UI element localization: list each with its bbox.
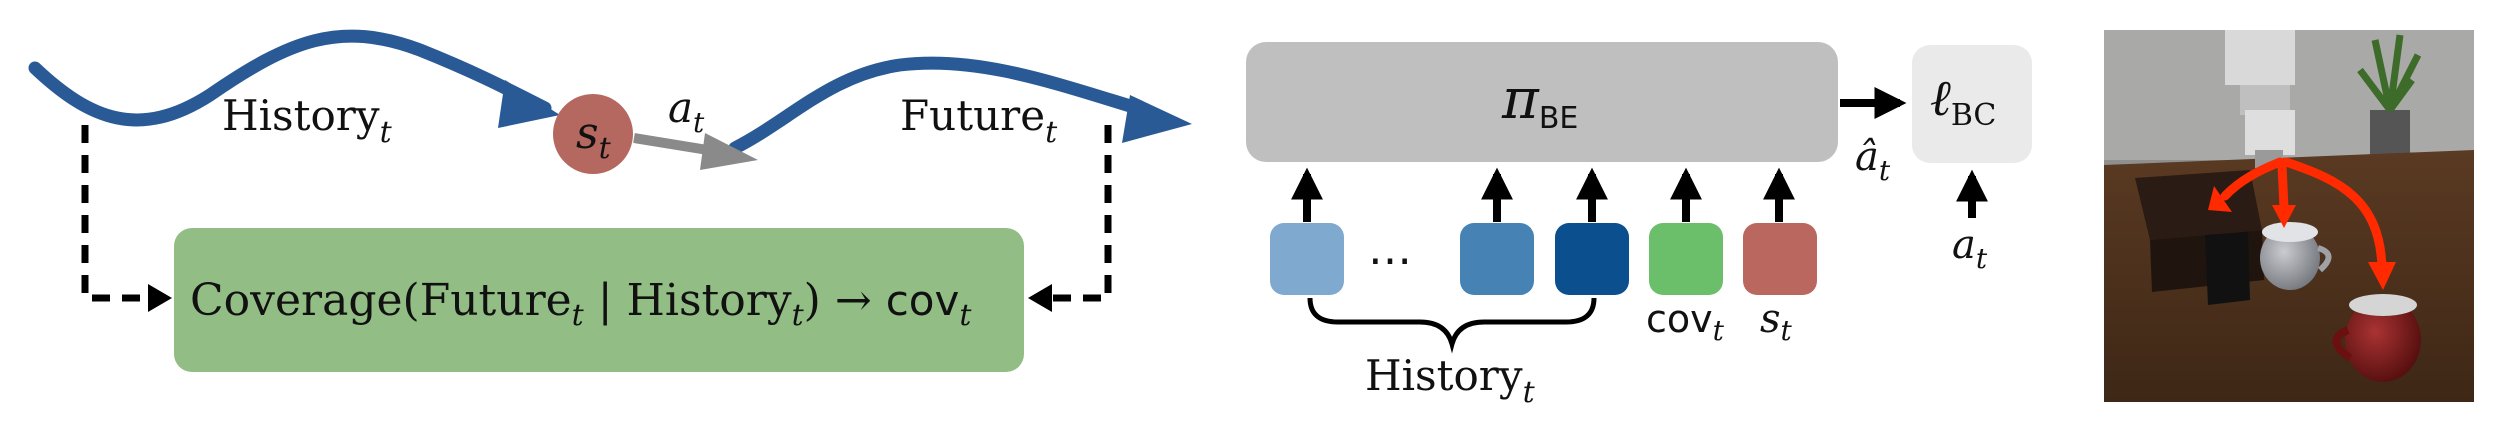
state-token bbox=[1743, 223, 1817, 295]
svg-text:Futuret: Futuret bbox=[900, 91, 1058, 150]
future-arrowhead bbox=[1122, 95, 1192, 143]
svg-text:covt: covt bbox=[1646, 297, 1725, 347]
robot-motion-arrows bbox=[2220, 157, 2387, 273]
loss-symbol: ℓ bbox=[1930, 69, 1951, 127]
history-brace bbox=[1307, 297, 1597, 354]
svg-text:Historyt: Historyt bbox=[1365, 351, 1536, 410]
red-mug-graphic bbox=[2332, 294, 2421, 382]
action-label: a bbox=[668, 83, 693, 132]
svg-text:at: at bbox=[1952, 222, 1988, 275]
coverage-box bbox=[174, 228, 1024, 372]
middle-panel: πBE ℓBC ât at ⋯ covt bbox=[1246, 42, 2032, 410]
policy-box bbox=[1246, 42, 1838, 162]
history-dashed-arrowhead bbox=[148, 284, 172, 312]
left-panel: st at Historyt Futuret Coverage(Futuret … bbox=[28, 29, 1192, 372]
cov-token-label: cov bbox=[1646, 297, 1713, 341]
state-token-sub: t bbox=[1781, 314, 1793, 347]
history-dashed-connector bbox=[81, 125, 150, 302]
ahat-label: â bbox=[1855, 134, 1879, 180]
ellipsis: ⋯ bbox=[1368, 235, 1412, 286]
state-token-label: s bbox=[1760, 296, 1781, 342]
loss-box bbox=[1912, 45, 2032, 163]
target-action-sub: t bbox=[1976, 242, 1988, 275]
policy-sub: BE bbox=[1539, 101, 1579, 136]
action-arrowhead bbox=[700, 133, 758, 170]
cov-token-sub: t bbox=[1713, 314, 1725, 347]
coverage-formula: Coverage(Futuret | Historyt) → covt bbox=[190, 275, 972, 333]
svg-text:Historyt: Historyt bbox=[222, 91, 393, 150]
history-arrowhead bbox=[498, 80, 560, 128]
future-trajectory bbox=[728, 56, 1157, 155]
history-token-1 bbox=[1270, 223, 1344, 295]
history-token-3 bbox=[1555, 223, 1629, 295]
future-dashed-connector bbox=[1050, 125, 1112, 302]
svg-text:ât: ât bbox=[1855, 134, 1891, 187]
robot-motion-arrowheads bbox=[2208, 186, 2396, 290]
action-sub: t bbox=[693, 106, 705, 139]
state-label: s bbox=[576, 108, 599, 159]
cov-token bbox=[1649, 223, 1723, 295]
history-brace-sub: t bbox=[1523, 375, 1536, 410]
state-sub: t bbox=[599, 131, 612, 166]
robot-arm-graphic bbox=[2225, 30, 2295, 168]
history-label: History bbox=[222, 91, 380, 140]
plant-graphic bbox=[2357, 34, 2422, 160]
policy-symbol: π bbox=[1501, 67, 1540, 132]
silver-cup-graphic bbox=[2260, 222, 2332, 290]
future-label: Future bbox=[900, 91, 1045, 140]
svg-text:ℓBC: ℓBC bbox=[1930, 69, 1996, 133]
future-sub: t bbox=[1045, 115, 1058, 150]
svg-text:st: st bbox=[576, 108, 612, 166]
history-trajectory bbox=[28, 29, 552, 127]
svg-text:at: at bbox=[668, 83, 705, 139]
robot-scene-image bbox=[2104, 30, 2474, 402]
ahat-sub: t bbox=[1879, 154, 1891, 187]
history-brace-label: History bbox=[1365, 351, 1523, 400]
svg-text:st: st bbox=[1760, 296, 1793, 347]
history-token-2 bbox=[1460, 223, 1534, 295]
target-action-label: a bbox=[1952, 222, 1976, 268]
state-node bbox=[553, 94, 633, 174]
history-sub: t bbox=[380, 115, 393, 150]
future-dashed-arrowhead bbox=[1028, 284, 1052, 312]
loss-sub: BC bbox=[1951, 98, 1997, 133]
svg-text:πBE: πBE bbox=[1501, 67, 1578, 136]
